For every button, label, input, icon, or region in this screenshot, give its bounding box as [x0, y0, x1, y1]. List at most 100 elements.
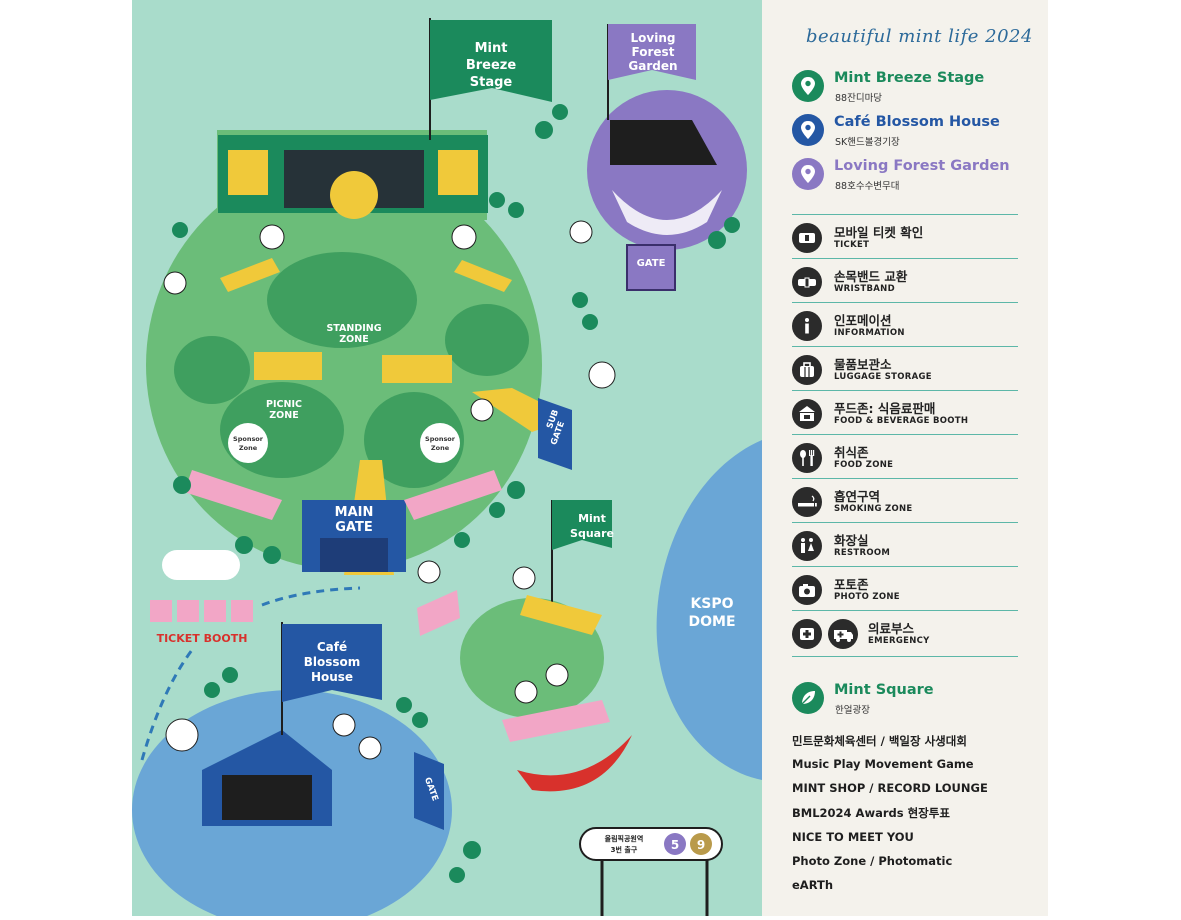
legend-item-en: LUGGAGE STORAGE: [834, 372, 932, 382]
picnic-blob-lower-right: [364, 392, 464, 488]
map-info-pin: [514, 680, 538, 704]
loving-forest-flag: [608, 24, 696, 80]
standing-zone: [267, 252, 417, 348]
wristband-icon: [792, 267, 822, 297]
restroom-icon: [792, 531, 822, 561]
legend-item-ko: 모바일 티켓 확인: [834, 225, 924, 240]
kspo-dome-label-2: DOME: [688, 614, 735, 630]
legend-item-ko: 푸드존: 식음료판매: [834, 401, 936, 416]
map-restroom-pin-3: [358, 736, 382, 760]
loving-forest-gate: [626, 244, 676, 291]
picnic-zone-label-1: PICNIC: [266, 399, 302, 410]
mint-square-flag-line-1: Mint: [578, 512, 606, 525]
legend-venue-sub: SK핸드볼경기장: [835, 137, 900, 148]
map-pin-icon: [792, 70, 824, 102]
legend-item-ko: 화장실: [834, 533, 869, 548]
mint-breeze-stage: [218, 135, 488, 219]
mint-square-item: Photo Zone / Photomatic: [792, 854, 953, 868]
mint-square-tent: [520, 595, 602, 635]
ticket-booth-label: TICKET BOOTH: [157, 632, 248, 645]
mint-square-item: BML2024 Awards 현장투표: [792, 806, 950, 820]
legend-item-restroom: 화장실 RESTROOM: [792, 522, 1018, 567]
kspo-dome-label-1: KSPO: [690, 596, 733, 612]
ticket-icon: [792, 223, 822, 253]
legend-item-photo-zone: 포토존 PHOTO ZONE: [792, 566, 1018, 611]
legend-item-wristband: 손목밴드 교환 WRISTBAND: [792, 258, 1018, 303]
mint-square-tent-lower: [502, 700, 610, 742]
camera-icon: [792, 575, 822, 605]
legend-venue-name: Mint Breeze Stage: [834, 70, 985, 86]
pink-tent-small: [417, 590, 460, 636]
tent-row-stage-left: [220, 258, 280, 292]
legend-item-ko: 손목밴드 교환: [834, 269, 908, 284]
tent-row-left: [184, 470, 282, 520]
legend-venue-loving-forest: Loving Forest Garden 88호수수변무대: [792, 158, 1032, 198]
picnic-mat-2: [382, 355, 452, 383]
loving-forest-gate-label: GATE: [637, 258, 666, 269]
legend-item-en: INFORMATION: [834, 328, 905, 338]
subway-station-name: 올림픽공원역: [605, 834, 644, 843]
route-arrow-lower: [140, 649, 194, 761]
smoking-icon: [792, 487, 822, 517]
fork-spoon-icon: [792, 443, 822, 473]
picnic-zone-label-2: ZONE: [269, 410, 298, 421]
legend-item-ko: 인포메이션: [834, 313, 892, 328]
legend-item-ticket: 모바일 티켓 확인 TICKET: [792, 214, 1018, 259]
legend-item-luggage: 물품보관소 LUGGAGE STORAGE: [792, 346, 1018, 391]
legend-item-ko: 의료부스: [868, 621, 915, 636]
loving-forest-flag-line-1: Loving: [631, 31, 676, 45]
map-photo-pin-2: [417, 560, 441, 584]
kspo-dome-area: [656, 440, 762, 780]
map-legend: beautiful mint life 2024 Mint Breeze Sta…: [762, 0, 1048, 916]
main-gate: MAIN GATE: [302, 500, 406, 572]
svg-text:Sponsor: Sponsor: [233, 435, 264, 443]
legend-divider: [792, 656, 1018, 657]
legend-item-en: SMOKING ZONE: [834, 504, 913, 514]
legend-title: beautiful mint life 2024: [806, 26, 1033, 47]
legend-item-en: FOOD & BEVERAGE BOOTH: [834, 416, 969, 426]
cafe-blossom-flag-line-3: House: [311, 670, 353, 684]
svg-text:Sponsor: Sponsor: [425, 435, 456, 443]
map-food-booth-pin-2: [451, 224, 477, 250]
legend-item-en: FOOD ZONE: [834, 460, 894, 470]
cafe-blossom-flag: [282, 624, 382, 702]
legend-item-food-zone: 취식존 FOOD ZONE: [792, 434, 1018, 479]
picnic-blob-right: [445, 304, 529, 376]
mint-breeze-flag-line-3: Stage: [470, 75, 513, 90]
legend-item-ko: 흡연구역: [834, 489, 881, 504]
svg-text:Zone: Zone: [431, 444, 450, 452]
route-arrow: [261, 586, 361, 607]
picnic-mat-1: [254, 352, 322, 380]
info-icon: [792, 311, 822, 341]
legend-mint-square: Mint Square 한얼광장: [792, 682, 1032, 722]
legend-item-smoking: 흡연구역 SMOKING ZONE: [792, 478, 1018, 523]
legend-item-en: WRISTBAND: [834, 284, 895, 294]
mint-breeze-flag-line-2: Breeze: [466, 58, 517, 73]
standing-zone-label-2: ZONE: [339, 334, 368, 345]
map-pin-icon: [792, 114, 824, 146]
cafe-blossom-flag-line-1: Café: [317, 640, 347, 654]
trees: [172, 104, 740, 883]
cafe-blossom-house: [202, 730, 332, 826]
main-gate-label-2: GATE: [335, 520, 372, 535]
map-restroom-pin: [569, 220, 593, 244]
ticket-booth: [150, 600, 253, 622]
map-photo-pin: [470, 398, 494, 422]
picnic-blob-left: [174, 336, 250, 404]
mint-square-flag-line-2: Square: [570, 527, 614, 540]
map-food-booth-pin-3: [512, 566, 536, 590]
cafe-blossom-flag-line-2: Blossom: [304, 655, 361, 669]
legend-item-en: TICKET: [834, 240, 870, 250]
luggage-icon: [792, 355, 822, 385]
loving-forest-flag-line-2: Forest: [632, 45, 675, 59]
sub-gate: SUB GATE: [538, 398, 572, 470]
legend-mint-square-name: Mint Square: [834, 682, 934, 698]
subway-sign: 올림픽공원역 3번 출구 5 9: [579, 827, 723, 916]
mint-square-item: Music Play Movement Game: [792, 757, 974, 771]
subway-line-9: 9: [697, 838, 705, 852]
svg-text:Zone: Zone: [239, 444, 258, 452]
legend-mint-square-sub: 한얼광장: [835, 705, 870, 716]
red-sculpture: [517, 735, 632, 792]
legend-item-en: EMERGENCY: [868, 636, 930, 646]
mint-square-item: MINT SHOP / RECORD LOUNGE: [792, 781, 988, 795]
